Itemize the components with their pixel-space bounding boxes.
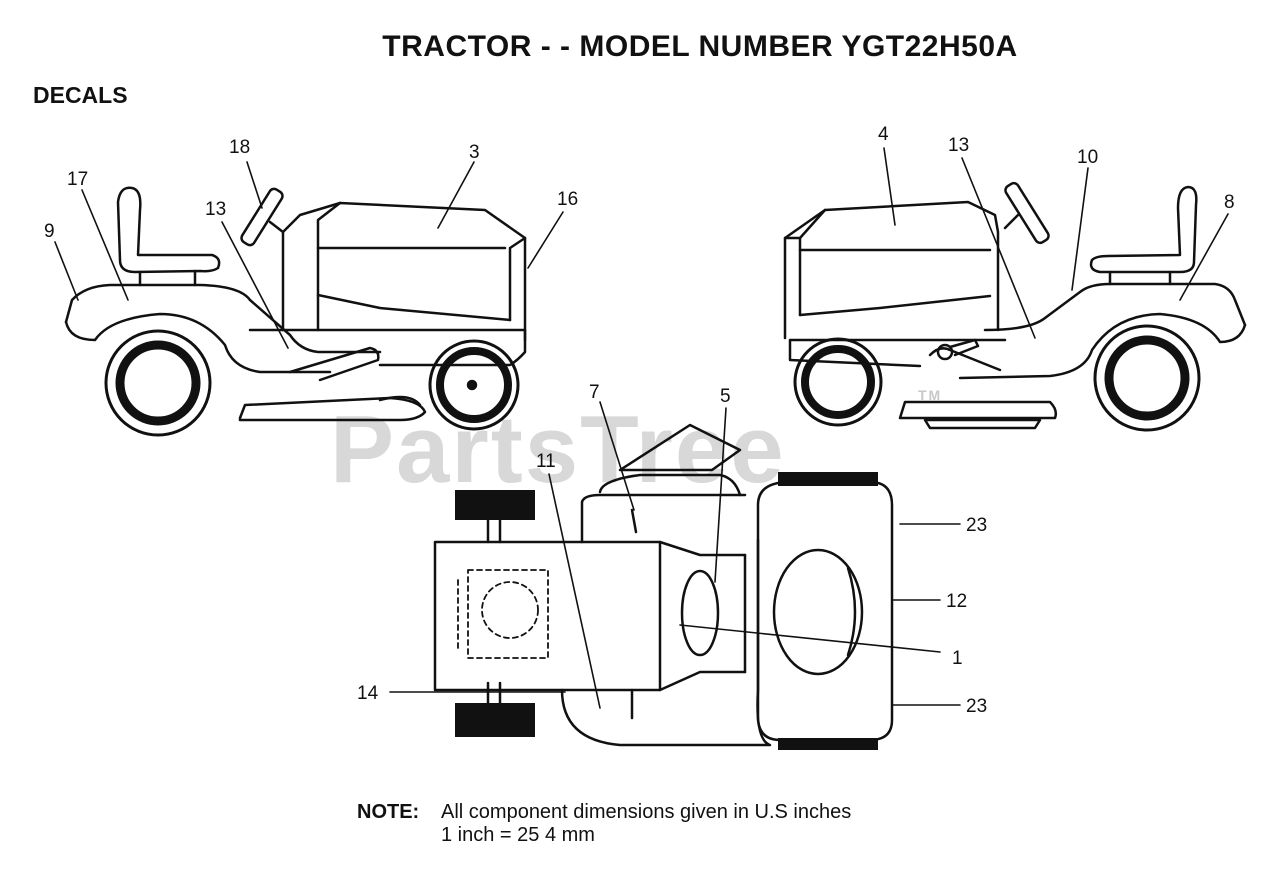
callout-1: 1 bbox=[952, 648, 963, 669]
note-label: NOTE: bbox=[357, 801, 420, 823]
tractor-left-side-view bbox=[64, 186, 527, 437]
callout-16: 16 bbox=[557, 189, 578, 210]
callout-3: 3 bbox=[469, 142, 480, 163]
callout-13-right: 13 bbox=[948, 135, 969, 156]
callout-12: 12 bbox=[946, 591, 967, 612]
watermark-tm: TM bbox=[918, 387, 942, 403]
callout-11: 11 bbox=[536, 451, 556, 472]
watermark: PartsTree bbox=[330, 396, 786, 503]
callout-7: 7 bbox=[589, 382, 600, 403]
page-title: TRACTOR - - MODEL NUMBER YGT22H50A bbox=[382, 30, 1018, 63]
callout-4: 4 bbox=[878, 124, 889, 145]
callout-13-left: 13 bbox=[205, 199, 226, 220]
section-heading: DECALS bbox=[33, 82, 128, 108]
callout-23-top: 23 bbox=[966, 515, 987, 536]
note-line-2: 1 inch = 25 4 mm bbox=[441, 824, 595, 846]
callout-9: 9 bbox=[44, 221, 55, 242]
callout-18: 18 bbox=[229, 137, 250, 158]
tractor-right-side-view bbox=[783, 181, 1247, 432]
callout-5: 5 bbox=[720, 386, 731, 407]
callout-8: 8 bbox=[1224, 192, 1235, 213]
callout-23-bottom: 23 bbox=[966, 696, 987, 717]
note-line-1: All component dimensions given in U.S in… bbox=[441, 801, 852, 823]
callout-14: 14 bbox=[357, 683, 379, 704]
callout-17: 17 bbox=[67, 169, 88, 190]
leader-lines bbox=[54, 147, 1229, 709]
note-block: NOTE: All component dimensions given in U… bbox=[357, 801, 851, 847]
callout-10: 10 bbox=[1077, 147, 1098, 168]
tractor-top-view bbox=[433, 423, 894, 750]
